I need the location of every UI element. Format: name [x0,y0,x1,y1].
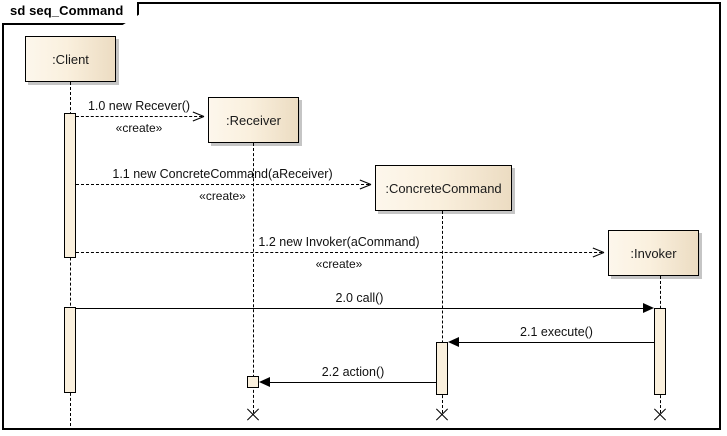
lifeline-head-client[interactable]: :Client [25,36,116,82]
lifeline-head-concretecommand[interactable]: :ConcreteCommand [375,165,512,211]
lifeline-label-client: :Client [52,51,89,67]
arrow-solid-icon-2-1 [448,337,459,347]
lifeline-head-receiver[interactable]: :Receiver [208,97,299,143]
activation-concretecommand [436,342,448,395]
activation-client-2 [64,307,76,393]
lifeline-concretecommand [442,211,443,413]
message-stereotype-1-0: «create» [115,121,163,135]
activation-receiver [247,376,259,388]
message-line-1-0[interactable] [76,116,202,117]
lifeline-label-receiver: :Receiver [226,112,281,128]
arrow-solid-icon-2-2 [259,377,270,387]
lifeline-receiver [253,143,254,413]
activation-invoker [654,308,666,395]
message-line-1-1[interactable] [76,184,369,185]
arrow-solid-icon-2-0 [643,303,654,313]
activation-client-1 [64,113,76,258]
interaction-frame [2,2,721,430]
lifeline-head-invoker[interactable]: :Invoker [608,230,699,276]
message-line-2-0[interactable] [76,308,643,309]
interaction-frame-label: sd seq_Command [10,3,124,18]
message-line-1-2[interactable] [76,252,602,253]
interaction-frame-tab [2,2,139,25]
message-line-2-1[interactable] [459,342,654,343]
message-label-1-1: 1.1 new ConcreteCommand(aReceiver) [112,167,333,181]
message-stereotype-1-1: «create» [199,189,246,203]
message-label-2-0: 2.0 call() [335,291,384,305]
message-line-2-2[interactable] [270,382,436,383]
destruction-marker-receiver [245,407,261,423]
message-label-2-1: 2.1 execute() [520,325,593,339]
message-label-1-0: 1.0 new Recever() [87,99,191,113]
destruction-marker-invoker [652,407,668,423]
destruction-marker-concretecommand [434,407,450,423]
message-stereotype-1-2: «create» [315,257,363,271]
message-label-2-2: 2.2 action() [321,365,385,379]
lifeline-label-concretecommand: :ConcreteCommand [385,180,502,196]
message-label-1-2: 1.2 new Invoker(aCommand) [258,235,420,249]
lifeline-label-invoker: :Invoker [630,245,677,261]
